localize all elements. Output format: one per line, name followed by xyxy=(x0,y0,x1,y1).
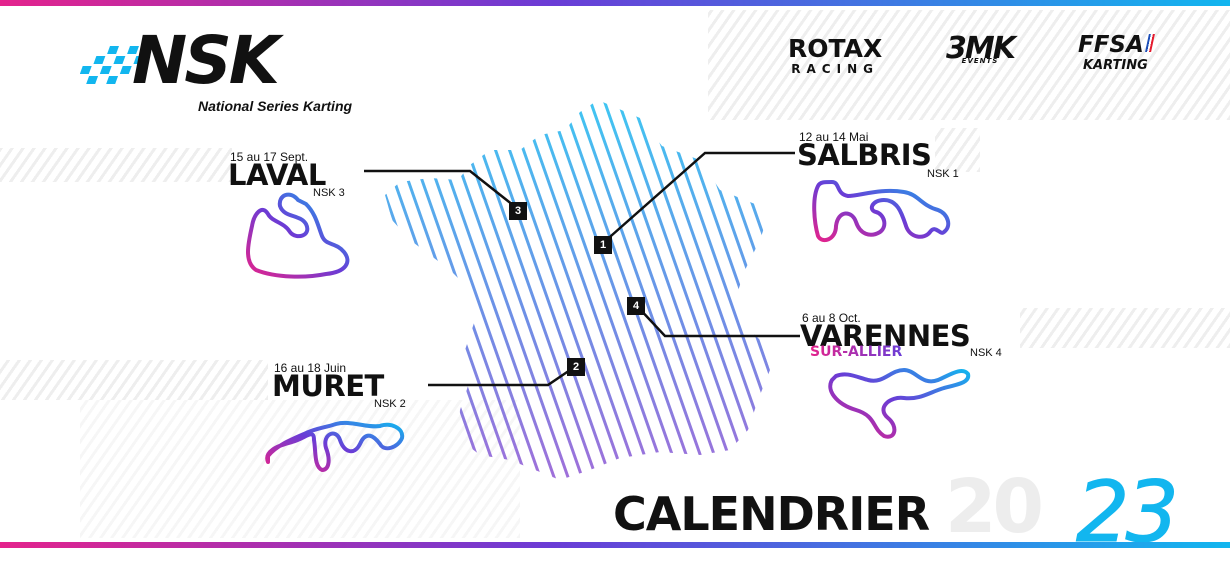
track-varennes xyxy=(828,368,971,439)
year-ghost-text: 20 xyxy=(945,464,1044,550)
bottom-gradient-bar xyxy=(0,542,1230,548)
decorative-hatch xyxy=(0,148,232,182)
connector-line-laval xyxy=(364,169,519,210)
track-muret xyxy=(265,420,405,472)
event-city: LAVAL xyxy=(228,158,326,192)
round-marker-1: 1 xyxy=(594,236,612,254)
3mk-logo-text: 3MK xyxy=(946,31,1016,66)
event-round: NSK 4 xyxy=(970,347,1002,359)
rotax-logo-text: ROTAX xyxy=(788,34,883,63)
track-layouts xyxy=(246,180,971,472)
round-marker-2: 2 xyxy=(567,358,585,376)
ffsa-logo-text: FFSA xyxy=(1078,32,1144,58)
calendar-title: CALENDRIER xyxy=(613,487,930,541)
decorative-hatch xyxy=(80,400,520,538)
event-date: 15 au 17 Sept. xyxy=(230,150,309,164)
nsk-logo-subtitle: National Series Karting xyxy=(198,98,353,114)
event-date: 12 au 14 Mai xyxy=(799,130,869,144)
event-date: 6 au 8 Oct. xyxy=(802,311,861,325)
connector-line-muret xyxy=(428,364,577,387)
rotax-racing-logo: ROTAX RACING xyxy=(788,36,882,75)
event-city: VARENNES xyxy=(800,319,971,353)
event-city: MURET xyxy=(272,369,384,403)
ffsa-logo-subtext: KARTING xyxy=(1082,58,1148,73)
rotax-logo-subtext: RACING xyxy=(791,62,879,76)
event-subtitle: SUR-ALLIER xyxy=(810,344,903,360)
connector-line-salbris xyxy=(602,151,795,244)
top-gradient-bar xyxy=(0,0,1230,6)
event-city: SALBRIS xyxy=(797,138,932,172)
connector-line-varennes xyxy=(635,304,800,338)
track-laval xyxy=(246,192,350,279)
event-round: NSK 2 xyxy=(374,398,406,410)
3mk-logo-subtext: EVENTS xyxy=(961,57,999,65)
decorative-hatch xyxy=(935,128,980,172)
round-marker-4: 4 xyxy=(627,297,645,315)
ffsa-karting-logo: FFSA KARTING xyxy=(1078,32,1155,73)
3mk-events-logo: 3MK EVENTS xyxy=(946,31,1016,66)
event-round: NSK 1 xyxy=(927,168,959,180)
checkered-flag-icon xyxy=(80,46,146,84)
event-date: 16 au 18 Juin xyxy=(274,361,347,375)
track-salbris xyxy=(812,180,951,243)
france-map-graphic xyxy=(246,100,971,480)
nsk-logo: NSK National Series Karting xyxy=(80,28,365,118)
event-round: NSK 3 xyxy=(313,187,345,199)
decorative-hatch xyxy=(0,360,268,400)
decorative-hatch xyxy=(1020,308,1230,348)
year-main-text: 23 xyxy=(1076,463,1180,561)
round-marker-3: 3 xyxy=(509,202,527,220)
nsk-logo-text: NSK xyxy=(132,22,280,99)
decorative-hatch xyxy=(708,10,1230,120)
map-stripes xyxy=(385,100,770,480)
connector-lines xyxy=(364,151,800,387)
